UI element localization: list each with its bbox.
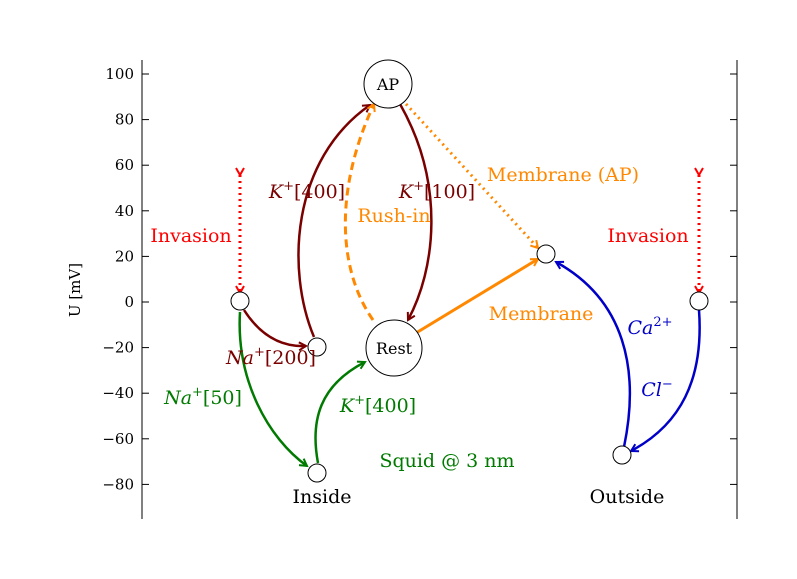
right-zero-node [689,291,709,311]
y-tick-label: 40 [115,202,134,220]
y-tick-label: 80 [115,111,134,129]
invasion-label-right: Invasion [607,225,688,247]
membrane-label: Membrane [489,303,594,325]
outside-node [612,445,632,465]
membrane-node [536,244,556,264]
left-zero-node [230,291,250,311]
outside-arrow [631,309,701,451]
k100-arrow-to-rest [398,103,433,320]
na200-label: Na+[200] [225,345,316,369]
y-tick-label: 0 [124,293,134,311]
cl-label: Cl− [641,377,673,401]
y-axis-label: U [mV] [66,263,84,317]
ap-node-label: AP [376,75,400,94]
y-tick-label: −60 [102,430,134,448]
k400-arrow-to-rest [314,362,365,464]
rush-in-label: Rush-in [357,205,430,227]
y-tick-label: 60 [115,156,134,174]
outside-label: Outside [590,486,665,508]
membrane-ap-label: Membrane (AP) [487,164,639,186]
ca-cl-arrow-to-membrane [556,262,632,448]
k400-in-label: K+[400] [339,393,416,417]
membrane-ap-arrow [404,102,538,248]
membrane-arrow [415,257,538,335]
k400-up-label: K+[400] [268,179,345,203]
inside-label: Inside [293,486,352,508]
na200-arrow [242,309,306,346]
ap-node [363,59,413,109]
invasion-label-left: Invasion [150,225,231,247]
rest-node [365,319,423,377]
y-tick-label: 100 [105,65,134,83]
squid-label: Squid @ 3 nm [379,450,514,472]
na200-node [307,337,327,357]
inside-node [307,463,327,483]
y-tick-label: −20 [102,339,134,357]
rest-node-label: Rest [376,339,413,358]
k100-label: K+[100] [398,179,475,203]
k400-arrow-to-ap [297,105,370,338]
y-axis-ticks: 100 80 60 40 20 0 −20 −40 −60 −80 [102,65,737,493]
na50-label: Na+[50] [163,385,242,409]
y-tick-label: 20 [115,247,134,265]
y-tick-label: −80 [102,475,134,493]
ca-label: Ca2+ [627,315,672,339]
y-tick-label: −40 [102,384,134,402]
na50-arrow [238,311,307,466]
